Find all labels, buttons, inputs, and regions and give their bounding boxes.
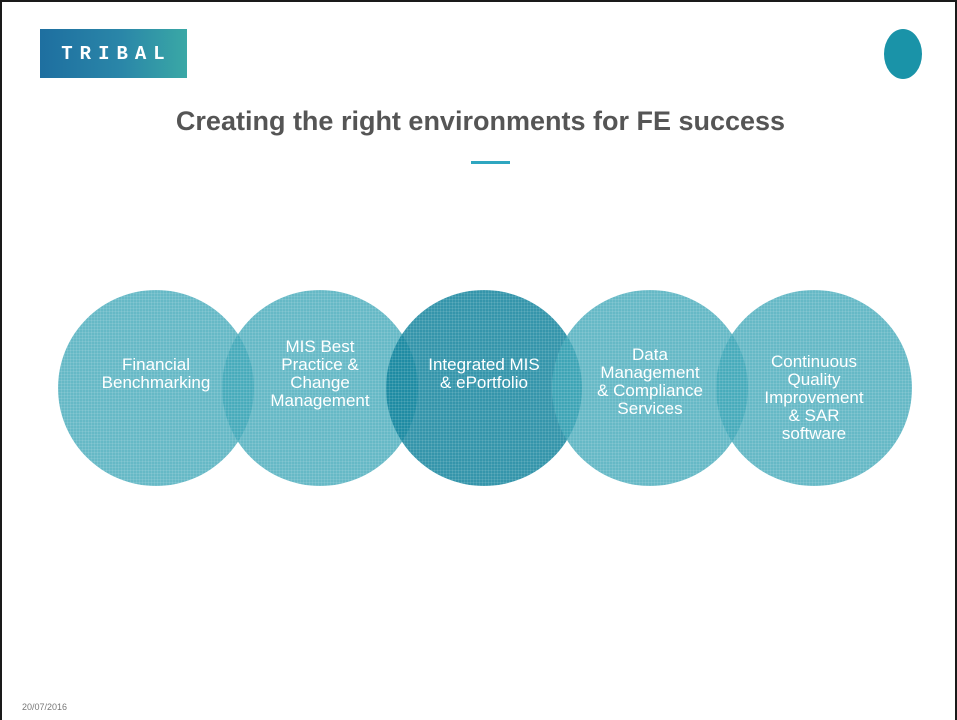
circle-continuous-quality bbox=[716, 290, 912, 486]
footer-date: 20/07/2016 bbox=[22, 702, 68, 712]
title-underline bbox=[471, 161, 510, 164]
tribal-logo: TRIBAL bbox=[40, 29, 187, 78]
circle-data-management bbox=[552, 290, 748, 486]
logo-text: TRIBAL bbox=[61, 42, 172, 65]
circle-integrated-mis bbox=[386, 290, 582, 486]
circle-mis-best-practice bbox=[222, 290, 418, 486]
circle-financial-benchmarking bbox=[58, 290, 254, 486]
slide-title: Creating the right environments for FE s… bbox=[175, 106, 786, 136]
corner-dot-decoration bbox=[884, 29, 922, 79]
